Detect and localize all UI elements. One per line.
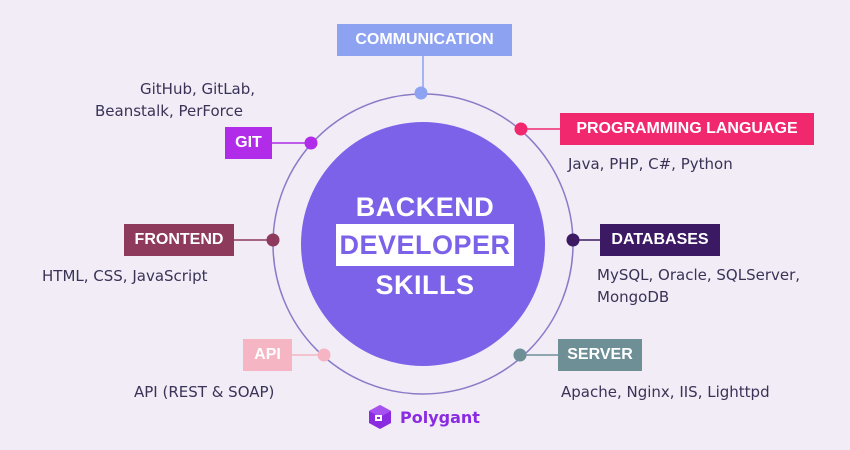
center-title-line2: DEVELOPER (339, 230, 511, 260)
brand-logo: Polygant (366, 402, 480, 432)
frontend-dot (266, 233, 280, 247)
git-desc-line1: GitHub, GitLab, (140, 80, 256, 98)
communication-tag: COMMUNICATION (337, 24, 512, 56)
server-tag: SERVER (558, 339, 642, 371)
databases-desc-line1: MySQL, Oracle, SQLServer, (597, 266, 801, 284)
git-tag: GIT (225, 127, 272, 159)
programming-desc: Java, PHP, C#, Python (568, 155, 733, 173)
databases-desc-line2: MongoDB (597, 288, 670, 306)
center-title-highlight: DEVELOPER (336, 224, 514, 266)
frontend-desc: HTML, CSS, JavaScript (42, 267, 208, 285)
api-desc: API (REST & SOAP) (134, 383, 275, 401)
server-dot (513, 348, 527, 362)
server-desc: Apache, Nginx, IIS, Lighttpd (561, 383, 770, 401)
communication-dot (414, 86, 428, 100)
polygant-logo-icon (369, 405, 391, 429)
center-title-line1: BACKEND (355, 192, 495, 222)
programming-tag: PROGRAMMING LANGUAGE (560, 113, 814, 145)
center-title-line3: SKILLS (375, 270, 475, 300)
brand-name: Polygant (400, 407, 480, 427)
frontend-tag: FRONTEND (124, 224, 234, 256)
programming-dot (514, 122, 528, 136)
git-desc-line2: Beanstalk, PerForce (95, 102, 243, 120)
databases-tag: DATABASES (600, 224, 720, 256)
git-dot (304, 136, 318, 150)
databases-dot (566, 233, 580, 247)
api-dot (317, 348, 331, 362)
api-tag: API (243, 339, 292, 371)
